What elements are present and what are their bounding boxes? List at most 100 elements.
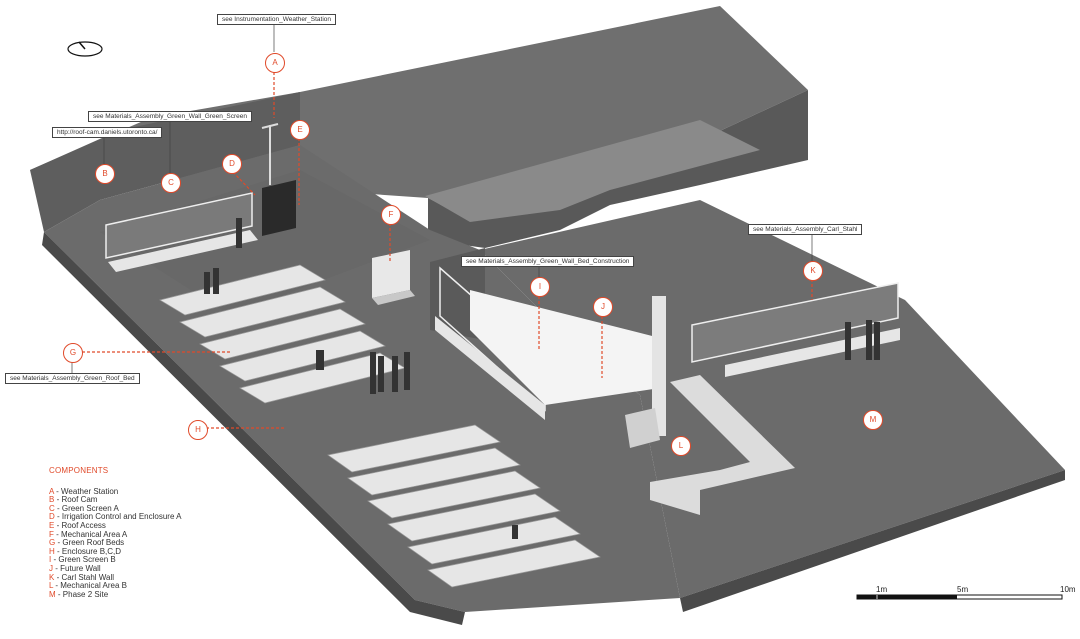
bed-row-11 <box>427 539 601 588</box>
low-beds-carl-stahl <box>725 328 900 377</box>
marker-d: D <box>222 154 242 174</box>
marker-l: L <box>671 436 691 456</box>
scale-label-5m: 5m <box>957 585 969 594</box>
bed-row-7 <box>347 447 521 496</box>
bed-row-2 <box>179 286 346 338</box>
weather-station-arm <box>261 123 279 129</box>
bed-row-6 <box>327 424 501 473</box>
person <box>404 352 410 390</box>
callout-green-wall-bed: see Materials_Assembly_Green_Wall_Bed_Co… <box>461 256 635 267</box>
legend-item: D - Irrigation Control and Enclosure A <box>49 513 182 522</box>
legend-key: A <box>49 486 54 496</box>
legend-label: - Carl Stahl Wall <box>54 572 115 582</box>
legend-item: F - Mechanical Area A <box>49 529 182 540</box>
bed-row-4 <box>219 330 386 382</box>
scale-label-10m: 10m <box>1060 585 1076 594</box>
legend-key: J <box>49 563 53 573</box>
legend-key: M <box>49 589 56 599</box>
scale-bar-outline <box>856 594 1063 600</box>
legend-label: - Roof Cam <box>54 495 98 505</box>
person <box>845 322 851 360</box>
future-wall <box>470 290 660 405</box>
legend-key: K <box>49 572 55 582</box>
parapet-left <box>30 92 300 232</box>
leader-d <box>232 171 256 196</box>
roof-deck-edge-right <box>680 470 1065 612</box>
green-roof-beds-upper <box>159 264 406 404</box>
green-roof-beds-lower <box>327 424 601 588</box>
callout-leaders <box>71 23 813 374</box>
legend-label: - Future Wall <box>53 563 101 573</box>
marker-j: J <box>593 297 613 317</box>
legend-item: H - Enclosure B,C,D <box>49 546 182 557</box>
legend-label: - Green Screen B <box>51 555 116 565</box>
person <box>512 525 518 539</box>
legend-item: K - Carl Stahl Wall <box>49 572 182 583</box>
marker-i: I <box>530 277 550 297</box>
person <box>392 356 398 392</box>
bed-row-1 <box>159 264 326 316</box>
leader-lines <box>82 72 813 429</box>
carl-stahl-wall <box>691 282 899 363</box>
marker-k: K <box>803 261 823 281</box>
legend-item: L - Mechanical Area B <box>49 581 182 591</box>
north-arrow-needle <box>78 41 86 50</box>
bed-row-10 <box>407 516 581 565</box>
marker-h: H <box>188 420 208 440</box>
legend-item: B - Roof Cam <box>49 495 182 505</box>
legend-label: - Enclosure B,C,D <box>54 546 122 556</box>
scale-bar-fill <box>857 595 957 599</box>
mechanical-unit-l <box>625 408 660 448</box>
bed-row-9 <box>387 493 561 542</box>
legend-key: L <box>49 581 54 591</box>
callout-weather-station: see Instrumentation_Weather_Station <box>217 14 337 25</box>
mechanical-box-f <box>372 250 410 298</box>
scale-label-1m: 1m <box>876 585 888 594</box>
building-block-front <box>428 90 808 248</box>
legend-label: - Mechanical Area B <box>53 581 127 591</box>
person <box>370 352 376 394</box>
marker-m: M <box>863 410 883 430</box>
marker-c: C <box>161 173 181 193</box>
person <box>866 320 872 360</box>
legend-key: E <box>49 520 55 530</box>
legend-label: - Weather Station <box>53 486 119 496</box>
roof-access-door <box>262 180 296 236</box>
mechanical-duct-l <box>650 375 795 515</box>
callout-green-roof-bed: see Materials_Assembly_Green_Roof_Bed <box>5 373 140 384</box>
legend-label: - Mechanical Area A <box>53 529 128 539</box>
legend-label: - Phase 2 Site <box>55 589 109 599</box>
legend-label: - Irrigation Control and Enclosure A <box>54 512 182 522</box>
legend-item: C - Green Screen A <box>49 503 182 514</box>
person <box>236 218 242 248</box>
callout-green-screen: see Materials_Assembly_Green_Wall_Green_… <box>88 111 253 122</box>
legend-label: - Green Roof Beds <box>55 538 125 548</box>
legend-item: G - Green Roof Beds <box>49 538 182 548</box>
legend-label: - Roof Access <box>54 520 106 530</box>
green-screen-a <box>105 192 253 259</box>
scale-bar <box>856 594 1063 600</box>
building-roof-recess <box>425 120 760 222</box>
person <box>378 356 384 392</box>
bed-row-8 <box>367 470 541 519</box>
legend-key: I <box>49 555 52 565</box>
legend-label: - Green Screen A <box>54 503 119 513</box>
roof-deck-right <box>480 200 1065 598</box>
legend-key: C <box>49 503 55 513</box>
marker-e: E <box>290 120 310 140</box>
bed-row-3 <box>199 308 366 360</box>
person <box>316 350 324 370</box>
person <box>874 322 880 360</box>
legend-key: D <box>49 512 55 522</box>
callout-carl-stahl: see Materials_Assembly_Carl_Stahl <box>748 224 863 235</box>
marker-b: B <box>95 164 115 184</box>
marker-a: A <box>265 53 285 73</box>
legend-title: COMPONENTS <box>49 466 109 475</box>
legend-item: J - Future Wall <box>49 563 182 574</box>
person <box>204 272 210 294</box>
legend-item: A - Weather Station <box>49 486 182 497</box>
roof-upper-area <box>100 170 430 315</box>
mechanical-box-f-side <box>372 290 415 305</box>
legend-item: I - Green Screen B <box>49 556 182 565</box>
low-beds-screen-b <box>435 316 545 420</box>
